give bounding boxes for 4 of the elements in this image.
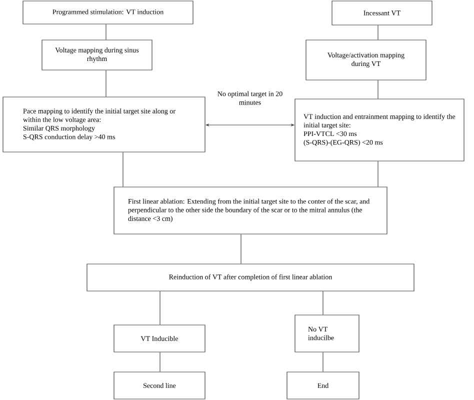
connector-line [240, 234, 242, 264]
connector-line [322, 352, 324, 372]
connector-line [322, 291, 324, 315]
connector-line [122, 152, 124, 187]
